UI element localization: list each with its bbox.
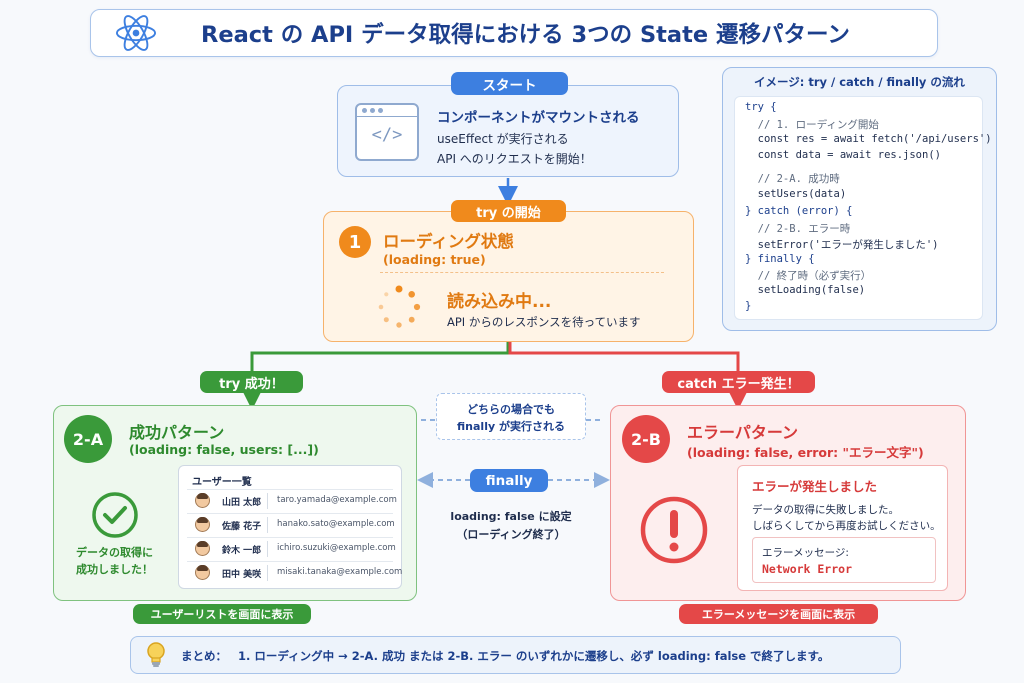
code-line: // 終了時（必ず実行） bbox=[745, 270, 872, 282]
code-line: setUsers(data) bbox=[745, 188, 847, 200]
user-email: taro.yamada@example.com bbox=[277, 495, 397, 505]
error-message-line-1: データの取得に失敗しました。 bbox=[752, 504, 899, 516]
loading-divider bbox=[380, 272, 664, 273]
user-row: 鈴木 一郎 ichiro.suzuki@example.com bbox=[187, 537, 396, 561]
step-number-badge: 1 bbox=[339, 226, 371, 258]
start-card bbox=[337, 85, 679, 177]
error-footer-pill: エラーメッセージを画面に表示 bbox=[679, 604, 878, 624]
code-line: // 2-B. エラー時 bbox=[745, 223, 851, 235]
error-message-line-2: しばらくしてから再度お試しください。 bbox=[752, 520, 941, 532]
loading-state: (loading: true) bbox=[383, 252, 486, 267]
user-name: 鈴木 一郎 bbox=[222, 546, 262, 556]
user-row: 田中 美咲 misaki.tanaka@example.com bbox=[187, 561, 402, 585]
error-state: (loading: false, error: "エラー文字") bbox=[687, 445, 924, 460]
summary-text: 1. ローディング中 → 2-A. 成功 または 2-B. エラー のいずれかに… bbox=[238, 649, 830, 663]
user-name: 山田 太郎 bbox=[222, 498, 262, 508]
summary-label: まとめ： bbox=[181, 649, 227, 663]
success-heading: 成功パターン bbox=[129, 423, 225, 442]
finally-result-line-2: （ローディング終了） bbox=[456, 528, 566, 541]
exclamation-circle-icon bbox=[640, 496, 708, 564]
spinner-icon bbox=[378, 285, 421, 328]
title-banner: React の API データ取得における 3つの State 遷移パターン bbox=[90, 9, 938, 57]
code-line: // 2-A. 成功時 bbox=[745, 173, 840, 185]
try-start-pill: try の開始 bbox=[451, 200, 566, 222]
react-logo-icon bbox=[115, 15, 157, 51]
user-list-title: ユーザー一覧 bbox=[192, 477, 252, 488]
error-heading: エラーパターン bbox=[687, 423, 799, 442]
user-email: hanako.sato@example.com bbox=[277, 519, 395, 529]
finally-pill: finally bbox=[470, 469, 548, 492]
try-success-pill: try 成功！ bbox=[200, 371, 303, 393]
error-detail-value: Network Error bbox=[762, 562, 853, 576]
code-line: } bbox=[745, 300, 752, 312]
finally-note-line-1: どちらの場合でも bbox=[467, 403, 555, 416]
user-row: 佐藤 花子 hanako.sato@example.com bbox=[187, 513, 395, 537]
success-state: (loading: false, users: [...]) bbox=[129, 442, 319, 457]
user-row: 山田 太郎 taro.yamada@example.com bbox=[187, 489, 397, 513]
code-line: // 1. ローディング開始 bbox=[745, 119, 879, 131]
code-line: } finally { bbox=[745, 253, 815, 265]
code-window-icon: </> bbox=[355, 103, 419, 161]
code-line: const data = await res.json() bbox=[745, 149, 941, 161]
check-circle-icon bbox=[92, 492, 138, 538]
code-line: const res = await fetch('/api/users') bbox=[745, 133, 992, 145]
page-title: React の API データ取得における 3つの State 遷移パターン bbox=[201, 22, 850, 48]
finally-result-line-1: loading: false に設定 bbox=[450, 510, 572, 523]
lightbulb-icon bbox=[147, 642, 165, 667]
success-message-2: 成功しました！ bbox=[76, 563, 153, 576]
catch-error-pill: catch エラー発生！ bbox=[662, 371, 815, 393]
finally-note-line-2: finally が実行される bbox=[457, 420, 565, 433]
start-line-1: useEffect が実行される bbox=[437, 132, 569, 146]
user-email: misaki.tanaka@example.com bbox=[277, 567, 403, 577]
finally-note bbox=[436, 393, 586, 440]
loading-heading: ローディング状態 bbox=[383, 232, 514, 251]
loading-desc: API からのレスポンスを待っています bbox=[447, 315, 641, 329]
code-line: setLoading(false) bbox=[745, 284, 866, 296]
avatar-icon bbox=[195, 493, 210, 508]
success-footer-pill: ユーザーリストを画面に表示 bbox=[133, 604, 311, 624]
code-line: setError('エラーが発生しました') bbox=[745, 239, 939, 251]
user-name: 佐藤 花子 bbox=[222, 522, 262, 532]
success-badge: 2-A bbox=[64, 415, 112, 463]
start-heading: コンポーネントがマウントされる bbox=[437, 110, 640, 126]
error-message-title: エラーが発生しました bbox=[752, 479, 878, 494]
user-list-card bbox=[178, 465, 402, 589]
code-line: } catch (error) { bbox=[745, 205, 853, 217]
start-line-2: API へのリクエストを開始！ bbox=[437, 152, 592, 166]
avatar-icon bbox=[195, 565, 210, 580]
success-message-1: データの取得に bbox=[76, 546, 153, 559]
avatar-icon bbox=[195, 541, 210, 556]
start-pill: スタート bbox=[451, 72, 568, 95]
error-badge: 2-B bbox=[622, 415, 670, 463]
error-detail-label: エラーメッセージ: bbox=[762, 547, 849, 559]
code-panel-title: イメージ: try / catch / finally の流れ bbox=[754, 75, 965, 89]
user-name: 田中 美咲 bbox=[222, 570, 262, 580]
code-block bbox=[734, 96, 983, 320]
loading-status: 読み込み中... bbox=[447, 292, 552, 312]
error-detail-box bbox=[752, 537, 936, 583]
avatar-icon bbox=[195, 517, 210, 532]
code-line: try { bbox=[745, 101, 777, 113]
user-email: ichiro.suzuki@example.com bbox=[277, 543, 396, 553]
summary-bar bbox=[130, 636, 901, 674]
